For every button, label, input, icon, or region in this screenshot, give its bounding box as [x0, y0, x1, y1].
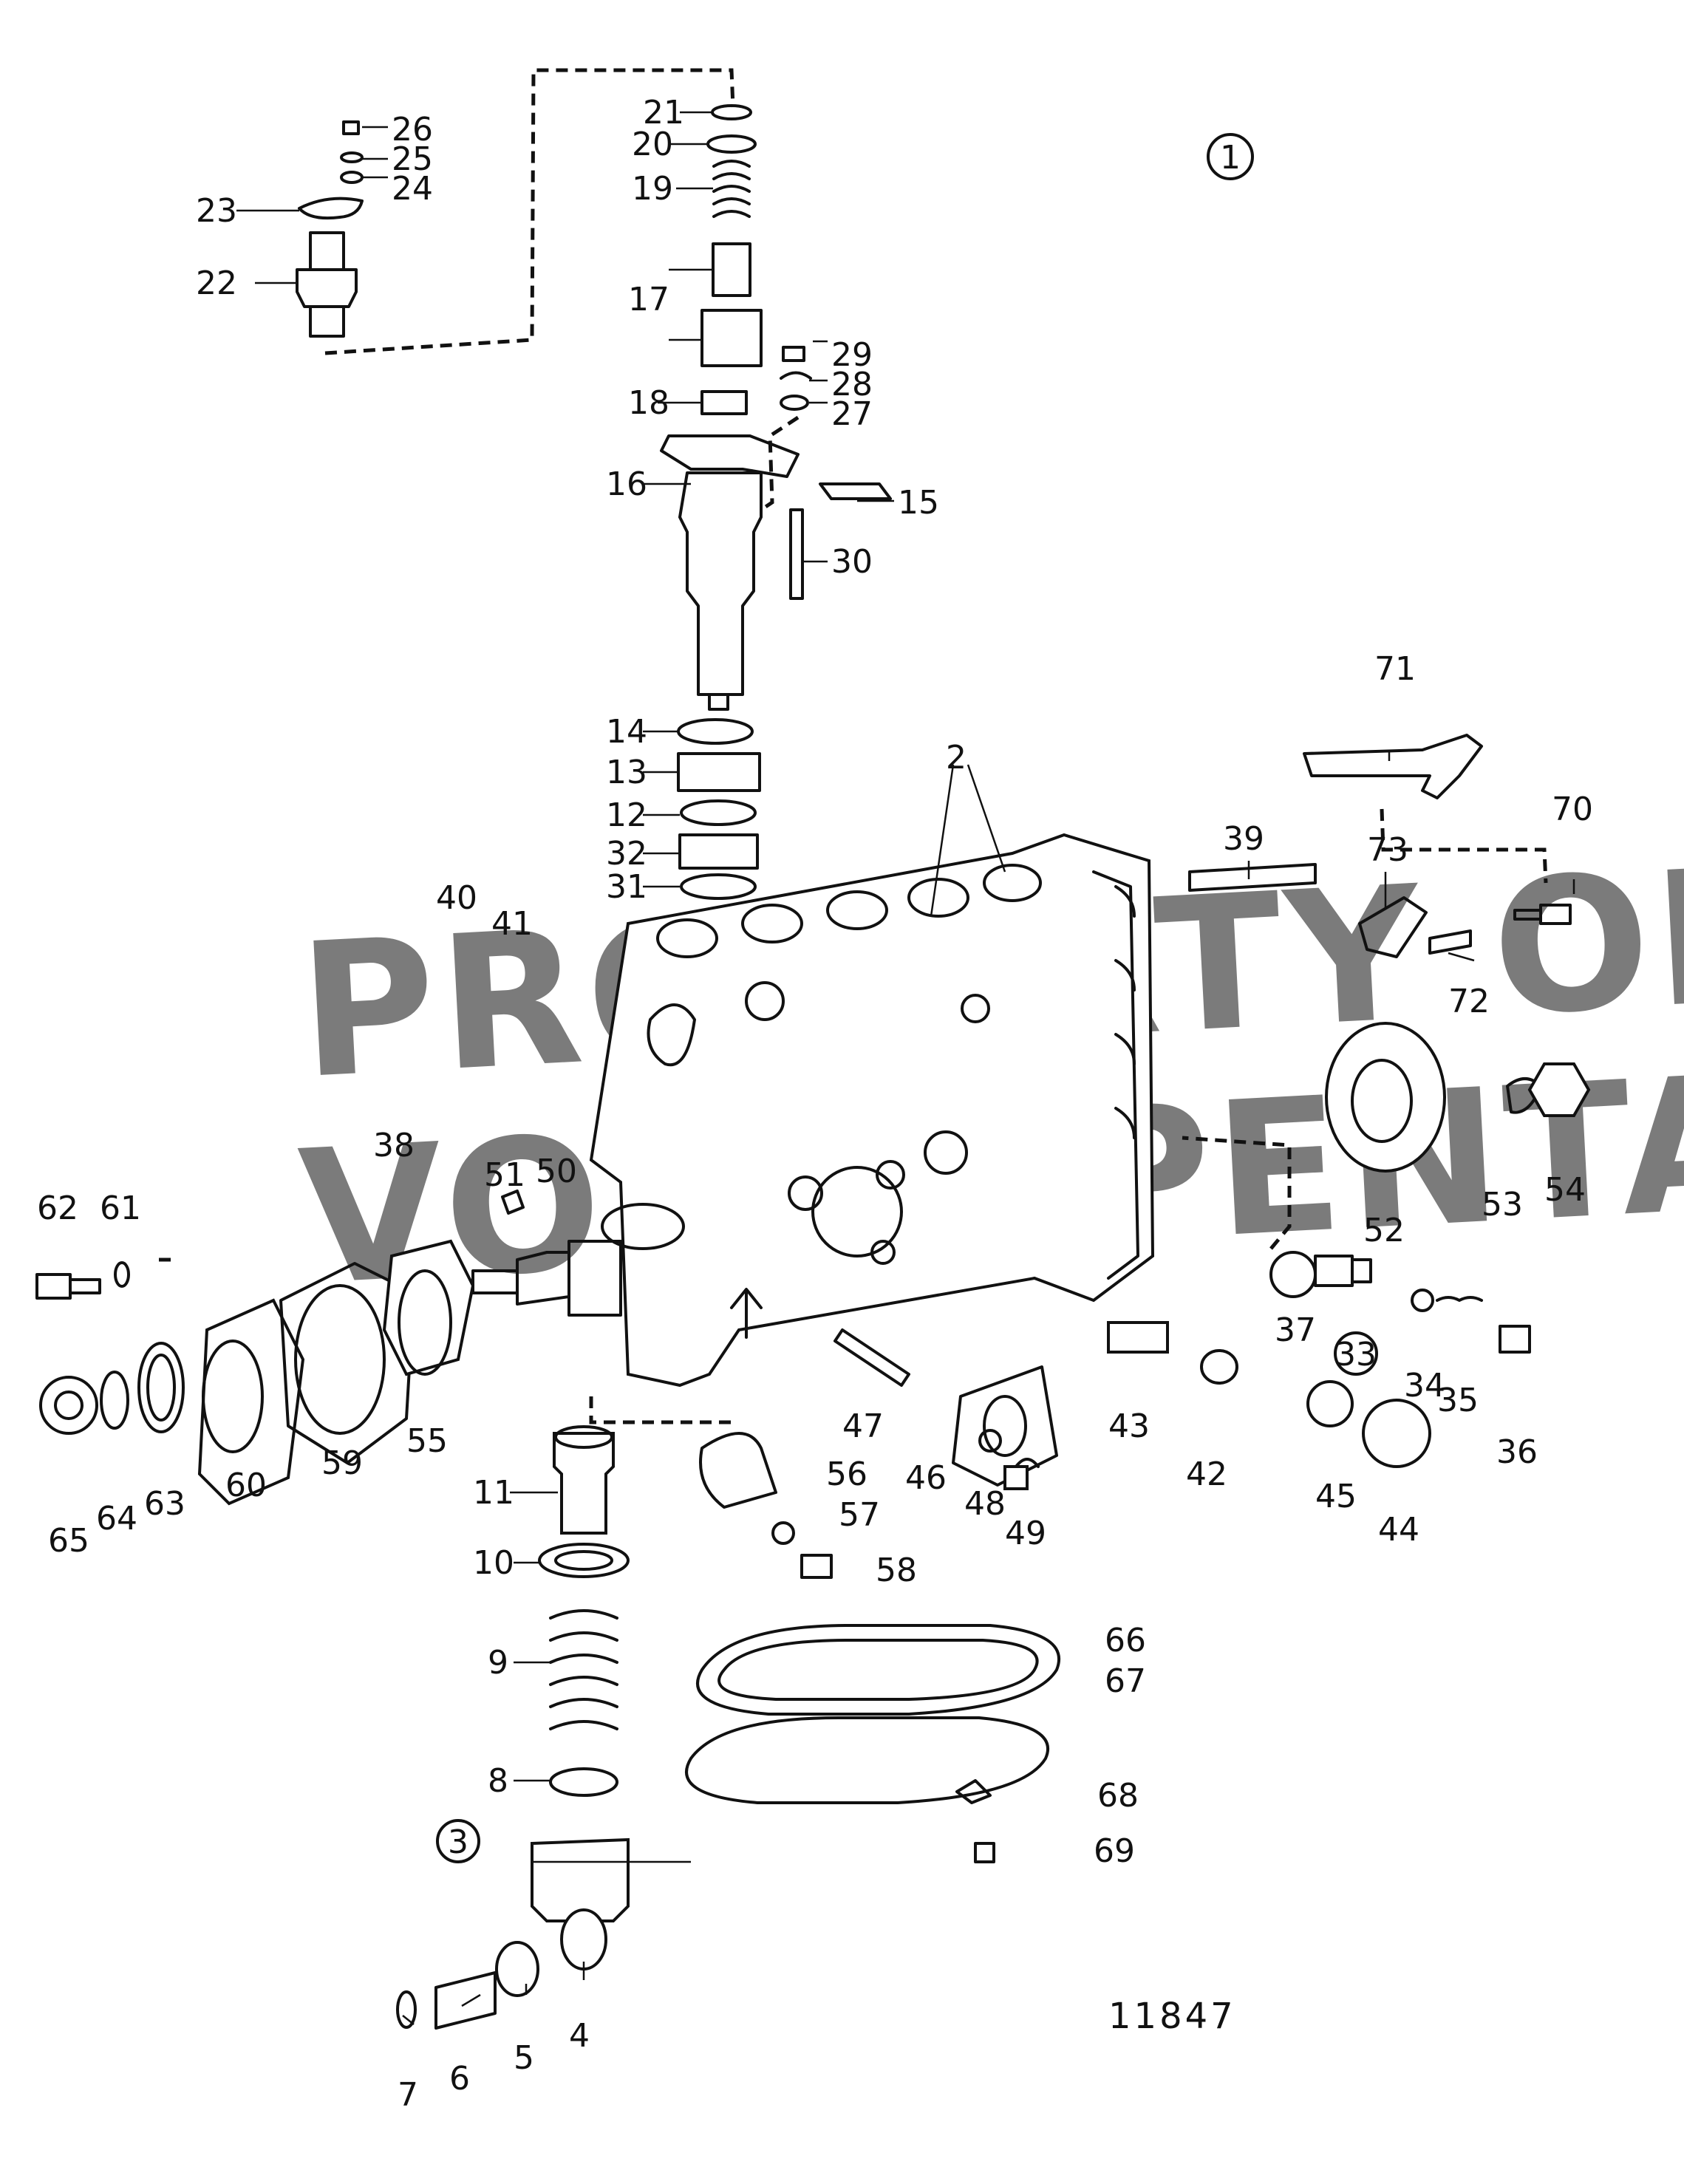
- label-37: 37: [1275, 1311, 1316, 1349]
- label-21: 21: [643, 94, 684, 132]
- label-38: 38: [373, 1127, 415, 1164]
- label-69: 69: [1094, 1832, 1135, 1870]
- group-number: 1: [1220, 139, 1241, 177]
- label-36: 36: [1496, 1433, 1538, 1471]
- label-18: 18: [628, 384, 669, 422]
- lever-parts: [1188, 734, 1572, 958]
- label-62: 62: [37, 1190, 78, 1227]
- label-32: 32: [606, 835, 647, 873]
- label-44: 44: [1378, 1511, 1419, 1549]
- label-29: 29: [831, 336, 873, 374]
- label-46: 46: [905, 1459, 947, 1497]
- label-15: 15: [898, 484, 939, 522]
- label-72: 72: [1448, 983, 1490, 1020]
- label-2: 2: [946, 739, 967, 777]
- label-49: 49: [1005, 1515, 1046, 1552]
- label-56: 56: [826, 1456, 867, 1493]
- label-24: 24: [392, 170, 433, 208]
- label-22: 22: [196, 265, 237, 302]
- label-52: 52: [1363, 1212, 1405, 1249]
- label-4: 4: [569, 2017, 590, 2055]
- label-39: 39: [1223, 820, 1264, 858]
- label-23: 23: [196, 192, 237, 230]
- label-9: 9: [488, 1644, 508, 1682]
- group-number-badge: 1: [1207, 133, 1254, 180]
- bearing-cover-parts: [35, 1239, 475, 1506]
- label-58: 58: [876, 1552, 917, 1589]
- label-28: 28: [831, 366, 873, 403]
- label-12: 12: [606, 796, 647, 834]
- label-5: 5: [514, 2039, 534, 2077]
- label-31: 31: [606, 868, 647, 906]
- label-25: 25: [392, 140, 433, 178]
- label-42: 42: [1186, 1456, 1227, 1493]
- label-67: 67: [1105, 1662, 1146, 1700]
- label-19: 19: [632, 170, 673, 208]
- label-41: 41: [491, 905, 533, 943]
- label-51: 51: [484, 1156, 525, 1194]
- circled-labels: 3 33: [436, 1331, 1378, 1863]
- label-10: 10: [473, 1544, 514, 1582]
- label-50: 50: [536, 1153, 577, 1190]
- circled-label-33: 33: [1335, 1336, 1377, 1373]
- element-rings: [677, 718, 761, 900]
- label-66: 66: [1105, 1622, 1146, 1659]
- label-68: 68: [1097, 1777, 1139, 1815]
- label-34: 34: [1404, 1367, 1445, 1405]
- label-14: 14: [606, 713, 647, 751]
- pump-housing: [589, 833, 1155, 1388]
- label-73: 73: [1367, 831, 1408, 869]
- pump-element: [660, 104, 800, 711]
- label-35: 35: [1437, 1382, 1479, 1419]
- part-labels: 2 4 5 6 7 8 9 10 11 12 13 14 15 16 17 18…: [37, 94, 1593, 2114]
- label-17: 17: [628, 281, 669, 318]
- label-20: 20: [632, 126, 673, 163]
- label-63: 63: [144, 1485, 185, 1523]
- label-7: 7: [398, 2076, 418, 2114]
- label-48: 48: [964, 1485, 1006, 1523]
- label-61: 61: [100, 1190, 141, 1227]
- label-60: 60: [225, 1467, 267, 1504]
- label-71: 71: [1374, 650, 1416, 688]
- delivery-valve-fitting: [296, 120, 364, 338]
- drawing-number: 11847: [1108, 1996, 1236, 2037]
- label-16: 16: [606, 465, 647, 503]
- label-70: 70: [1552, 791, 1593, 828]
- label-26: 26: [392, 111, 433, 149]
- label-13: 13: [606, 754, 647, 791]
- label-54: 54: [1544, 1171, 1586, 1209]
- label-6: 6: [449, 2060, 470, 2098]
- label-30: 30: [831, 543, 873, 581]
- leader-lines: [236, 111, 1575, 2025]
- misc-parts: [699, 1022, 1591, 1579]
- clamp-parts: [780, 346, 892, 600]
- label-65: 65: [48, 1522, 89, 1560]
- label-47: 47: [842, 1407, 884, 1445]
- circled-label-3: 3: [448, 1823, 468, 1861]
- label-55: 55: [406, 1422, 448, 1460]
- label-8: 8: [488, 1762, 508, 1800]
- tappet-assembly: [396, 1425, 630, 2030]
- label-53: 53: [1482, 1186, 1523, 1224]
- gaskets: [685, 1624, 1061, 1863]
- label-27: 27: [831, 395, 873, 433]
- label-43: 43: [1108, 1407, 1150, 1445]
- label-59: 59: [321, 1444, 363, 1482]
- label-64: 64: [96, 1500, 137, 1538]
- label-45: 45: [1315, 1478, 1357, 1515]
- label-57: 57: [839, 1496, 880, 1534]
- connection-lines: [159, 68, 1548, 1424]
- label-11: 11: [473, 1474, 514, 1512]
- label-40: 40: [436, 879, 477, 917]
